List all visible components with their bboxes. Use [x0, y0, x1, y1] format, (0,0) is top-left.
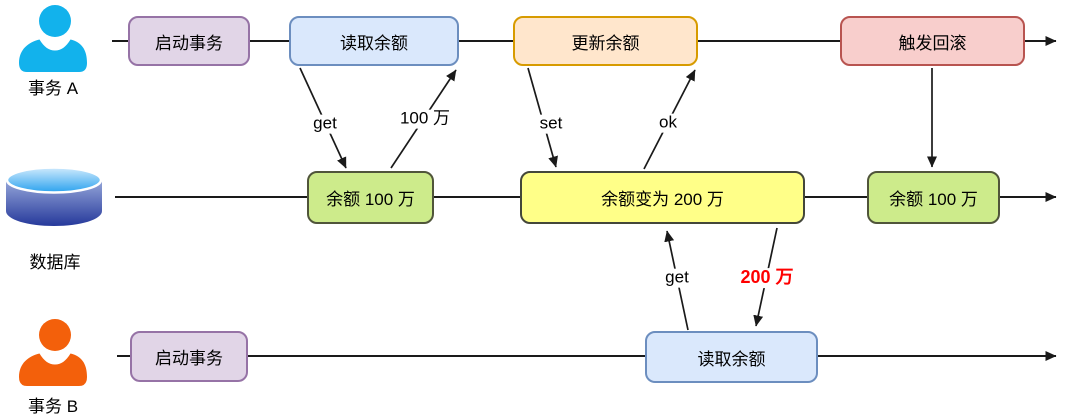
- node-b-read-balance: 读取余额: [645, 331, 818, 383]
- edge-label-b-result-dirty-read: 200 万: [737, 267, 797, 288]
- edge-label-b-get: get: [662, 268, 692, 288]
- database-icon: [5, 166, 103, 226]
- person-icon: [19, 5, 87, 72]
- node-db-balance-restored: 余额 100 万: [867, 171, 1000, 224]
- person-icon: [19, 319, 87, 386]
- node-a-read-balance: 读取余额: [289, 16, 459, 66]
- actor-db-label: 数据库: [29, 253, 81, 272]
- node-a-start-transaction: 启动事务: [128, 16, 250, 66]
- edge-label-a-set: set: [536, 114, 566, 134]
- edge-label-a-result: 100 万: [396, 109, 454, 129]
- node-b-start-transaction: 启动事务: [130, 331, 248, 382]
- node-db-balance-initial: 余额 100 万: [307, 171, 434, 224]
- edge-label-a-get: get: [310, 114, 340, 134]
- node-db-balance-changed: 余额变为 200 万: [520, 171, 805, 224]
- actor-b: [18, 318, 88, 393]
- actor-db: [4, 166, 104, 233]
- actor-a-label: 事务 A: [27, 79, 79, 98]
- edge-label-a-ok: ok: [656, 113, 680, 133]
- node-a-update-balance: 更新余额: [513, 16, 698, 66]
- actor-b-label: 事务 B: [27, 397, 79, 416]
- node-a-trigger-rollback: 触发回滚: [840, 16, 1025, 66]
- actor-a: [18, 4, 88, 79]
